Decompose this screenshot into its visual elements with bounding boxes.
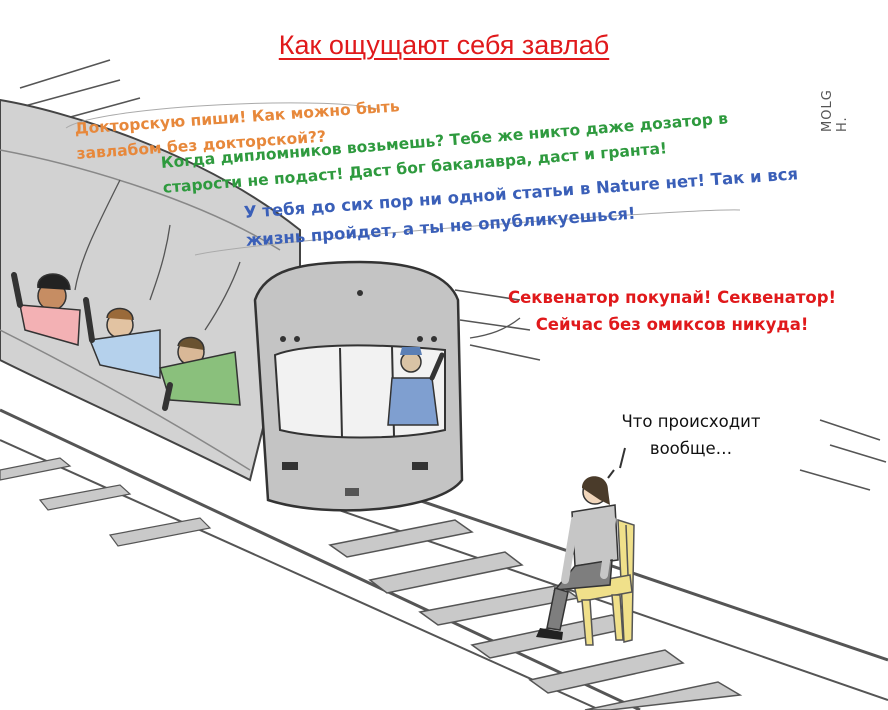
bubble-outlines bbox=[65, 102, 741, 256]
speech-sequencer-line2: Сейчас без омиксов никуда! bbox=[535, 315, 809, 334]
artist-signature: MOLG H. bbox=[820, 89, 850, 132]
thought-marks bbox=[607, 447, 626, 479]
meme-title-text: Как ощущают себя завлаб bbox=[278, 30, 610, 60]
speech-sequencer: Секвенатор покупай! Секвенатор! Сейчас б… bbox=[508, 284, 836, 338]
speech-tails bbox=[74, 179, 521, 339]
thought-bubble: Что происходит вообще… bbox=[606, 408, 776, 462]
wooden-chair-icon bbox=[573, 518, 635, 646]
thought-line1: Что происходит bbox=[621, 412, 761, 431]
train-body bbox=[0, 98, 464, 512]
meme-title: Как ощущают себя завлаб bbox=[0, 30, 888, 61]
waving-passengers bbox=[11, 272, 241, 411]
sitting-person bbox=[536, 476, 635, 646]
thought-line2: вообще… bbox=[649, 439, 733, 458]
speech-sequencer-line1: Секвенатор покупай! Секвенатор! bbox=[508, 288, 837, 307]
